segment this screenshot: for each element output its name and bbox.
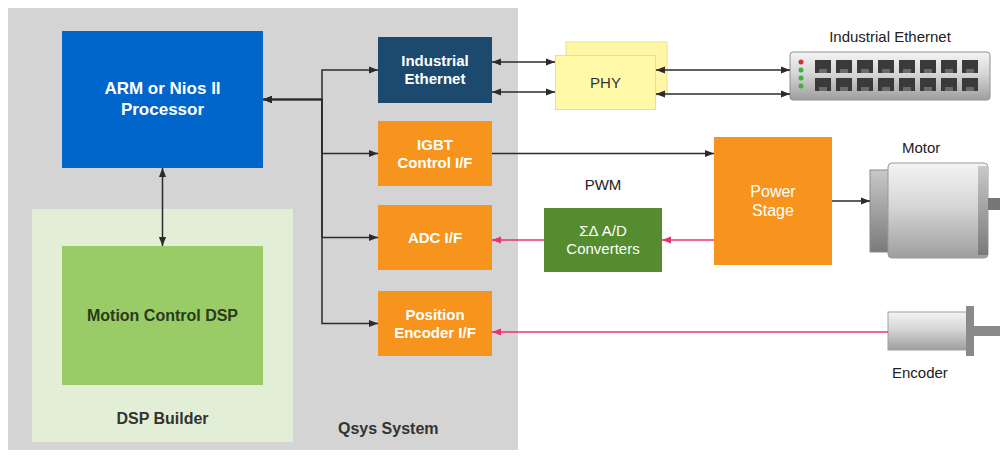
connector-arrow bbox=[492, 153, 714, 155]
encoder-illustration bbox=[888, 306, 1000, 356]
caption-holder: Qsys System bbox=[338, 419, 439, 438]
signal-arrow bbox=[492, 331, 888, 333]
connector-arrow bbox=[263, 70, 378, 100]
node-text: ΣΔ A/D Converters bbox=[554, 222, 652, 258]
node-text: Industrial Ethernet bbox=[829, 28, 951, 45]
processor-box: ARM or Nios II Processor bbox=[62, 31, 263, 168]
system-region: Qsys System DSP Builder Motion Control DSP… bbox=[8, 8, 518, 450]
caption-holder: Motor bbox=[902, 139, 940, 157]
caption-holder: Industrial Ethernet bbox=[790, 28, 990, 46]
encoder: Encoder bbox=[888, 308, 1000, 356]
adc-converter-box: ΣΔ A/D Converters bbox=[544, 208, 662, 272]
connector-arrow bbox=[162, 168, 164, 246]
node-text: DSP Builder bbox=[116, 410, 208, 427]
connector-arrow bbox=[263, 100, 378, 324]
region-fills bbox=[8, 8, 518, 450]
encoder-if-box: Position Encoder I/F bbox=[378, 291, 492, 356]
connector-arrow bbox=[263, 100, 378, 238]
node-text: PHY bbox=[590, 74, 621, 92]
tool-region: DSP Builder Motion Control DSP bbox=[32, 209, 293, 442]
node-text: Industrial Ethernet bbox=[386, 52, 484, 88]
node-text: IGBT Control I/F bbox=[392, 136, 478, 172]
ethernet-switch bbox=[790, 52, 990, 100]
node-text: Qsys System bbox=[338, 420, 439, 437]
adc-if-box: ADC I/F bbox=[378, 205, 492, 270]
connector-arrow bbox=[832, 200, 870, 202]
motor-illustration bbox=[870, 163, 1000, 258]
signal-arrow bbox=[492, 239, 544, 241]
caption-holder: DSP Builder bbox=[32, 409, 293, 428]
node-text: ARM or Nios II Processor bbox=[92, 79, 233, 120]
connector-arrow bbox=[656, 93, 790, 95]
connector-arrow bbox=[656, 69, 790, 71]
power-stage-box: Power Stage bbox=[714, 137, 832, 265]
connector-arrow bbox=[263, 100, 378, 154]
node-text: ADC I/F bbox=[408, 229, 462, 247]
node-text: Position Encoder I/F bbox=[392, 306, 478, 342]
igbt-if-box: IGBT Control I/F bbox=[378, 121, 492, 186]
phy-box: PHY bbox=[555, 55, 656, 110]
connector-arrow bbox=[492, 91, 555, 93]
dsp-box: Motion Control DSP bbox=[62, 246, 263, 385]
motor: Motor bbox=[870, 163, 1002, 258]
ethernet-switch: Industrial Ethernet bbox=[790, 52, 990, 100]
signal-name: PWM bbox=[583, 176, 624, 193]
signal-arrow bbox=[662, 239, 714, 241]
node-text: Encoder bbox=[892, 364, 948, 381]
caption-holder: Encoder bbox=[892, 364, 948, 382]
region-fill bbox=[8, 8, 518, 450]
connector-arrow bbox=[492, 61, 555, 63]
node-text: Motor bbox=[902, 139, 940, 156]
node-text: Power Stage bbox=[734, 182, 812, 220]
node-text: Motion Control DSP bbox=[87, 306, 238, 325]
ethernet-if-box: Industrial Ethernet bbox=[378, 37, 492, 103]
